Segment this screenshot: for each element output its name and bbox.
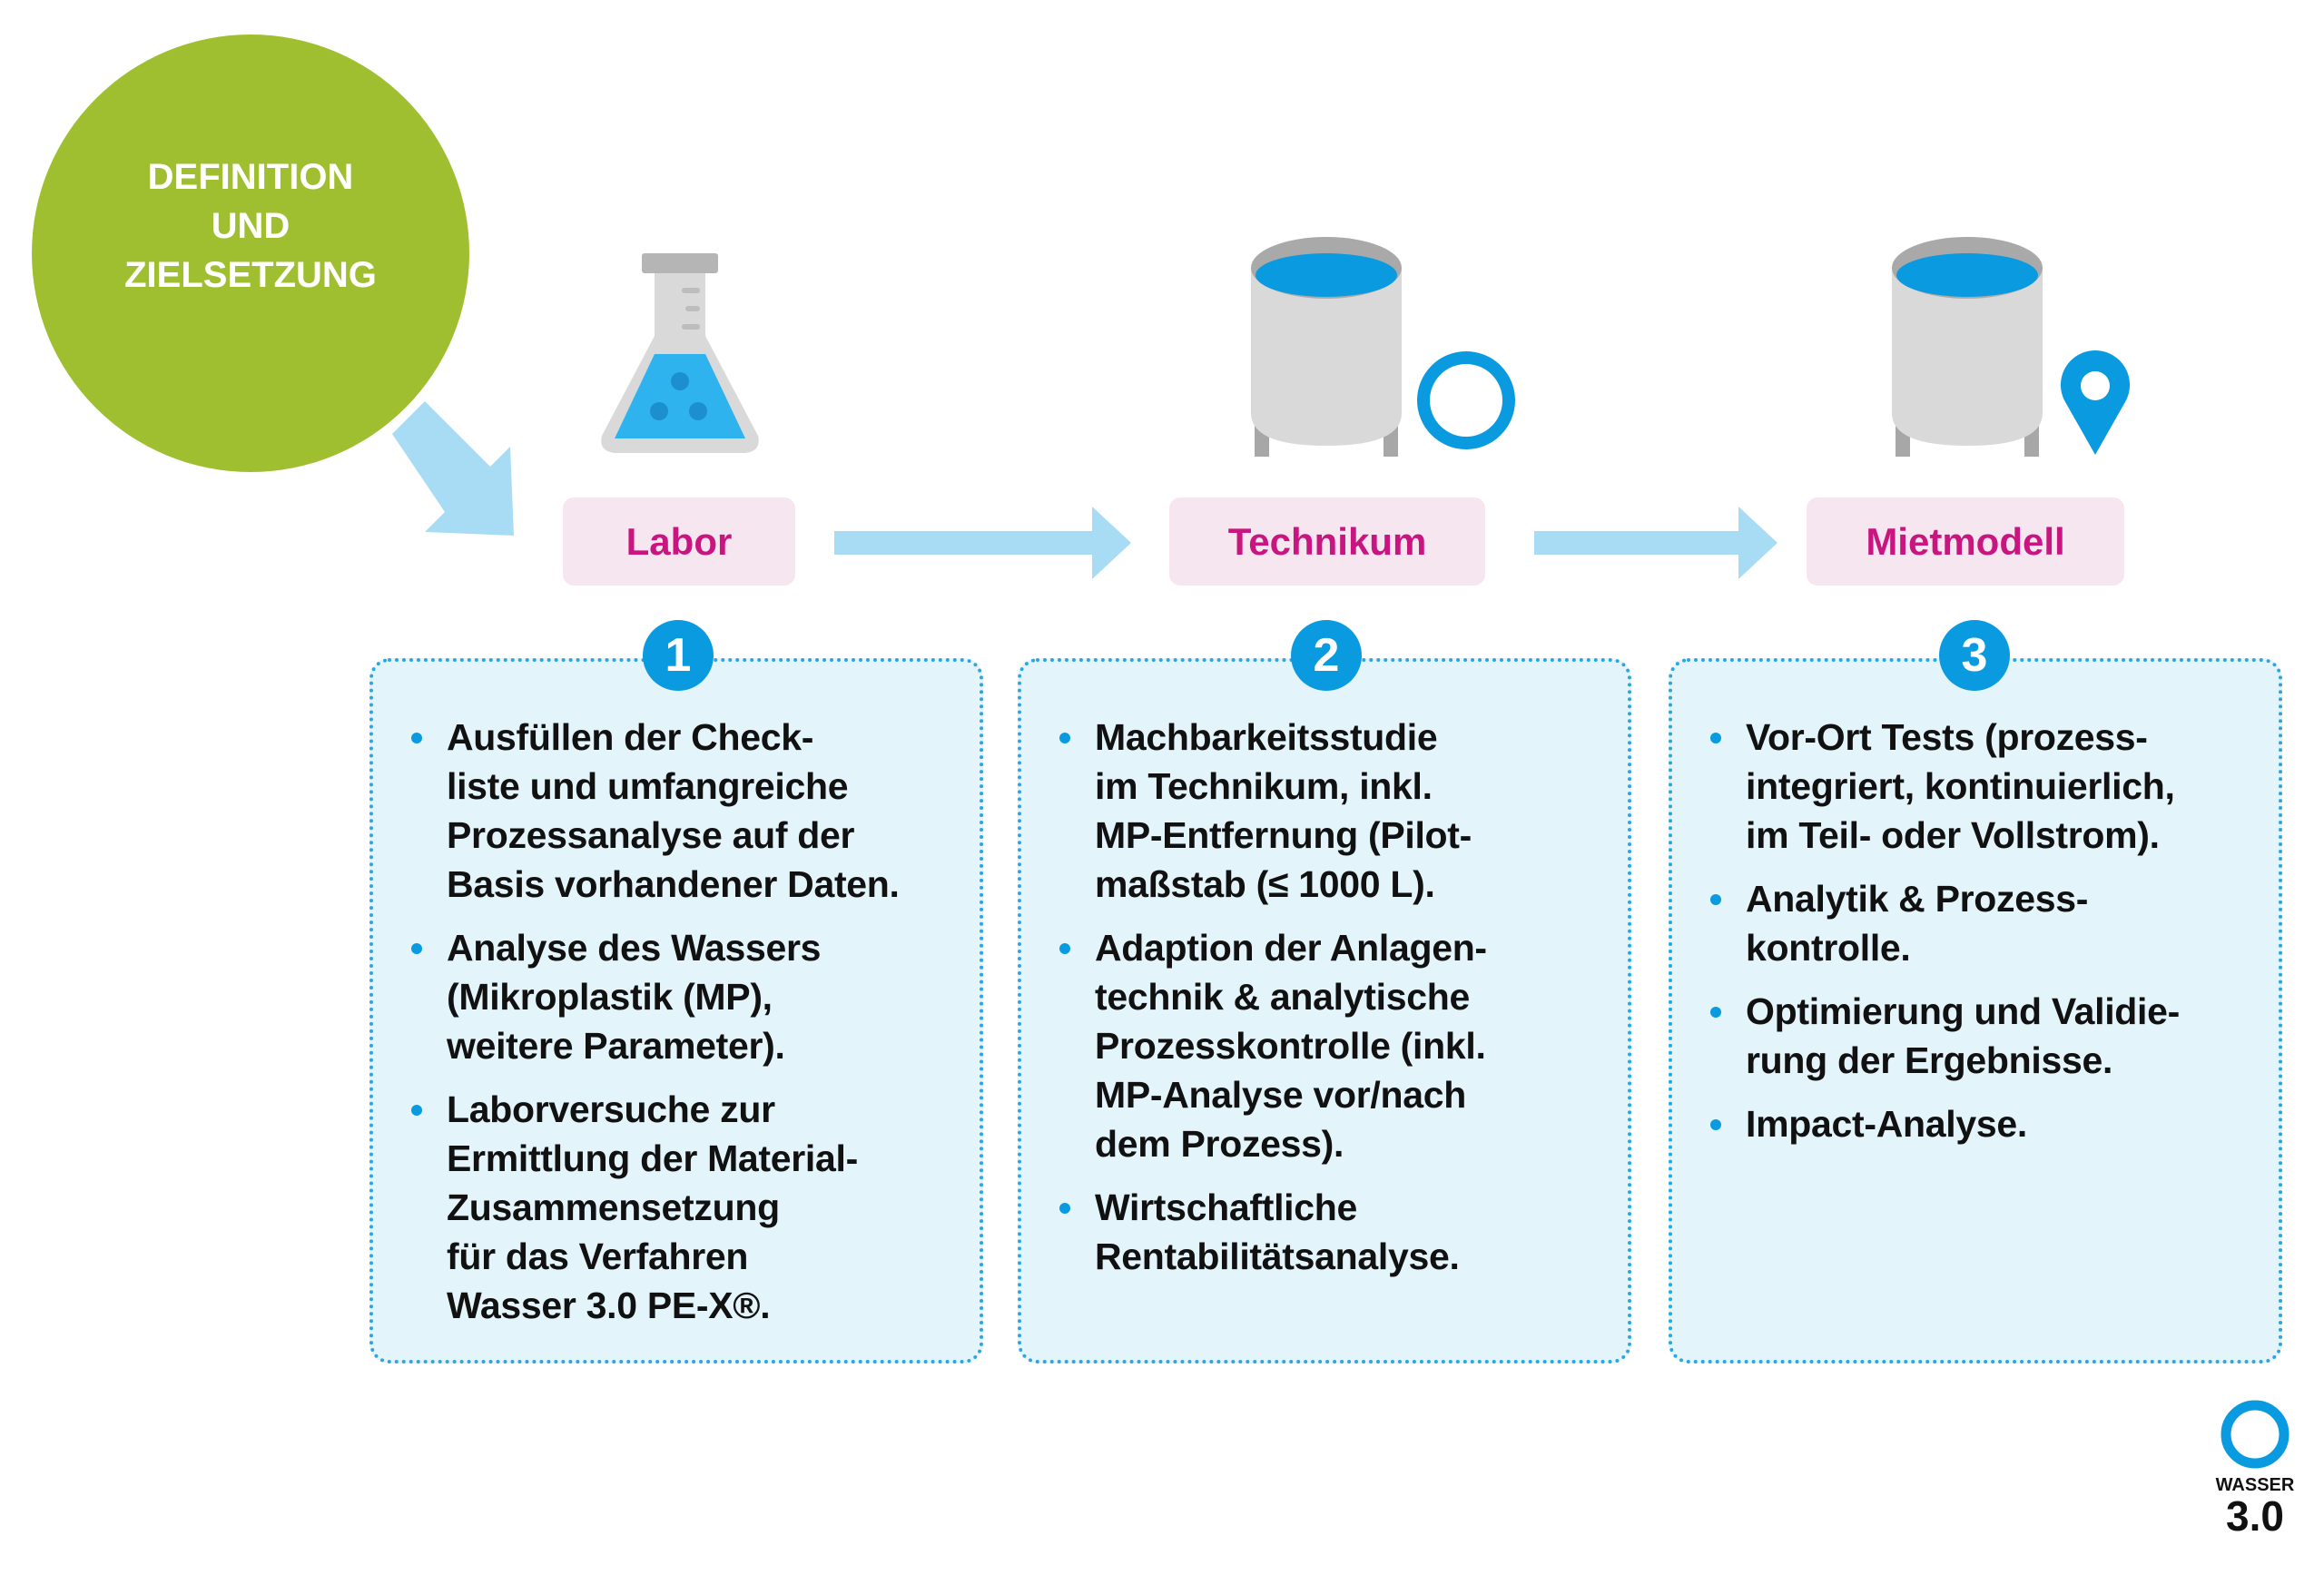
- item-line: technik & analytische: [1095, 976, 1470, 1018]
- bullet-icon: [1059, 733, 1070, 743]
- location-pin-icon: [2061, 350, 2130, 455]
- item-line: im Technikum, inkl.: [1095, 765, 1433, 807]
- item-line: liste und umfangreiche: [447, 765, 849, 807]
- item-line: Prozessanalyse auf der: [447, 814, 855, 856]
- tank-icon: [1892, 237, 2043, 457]
- item-line: Laborversuche zur: [447, 1088, 775, 1130]
- list-item: Vor-Ort Tests (prozess- integriert, kont…: [1710, 713, 2270, 860]
- list-item: Analytik & Prozess- kontrolle.: [1710, 874, 2270, 972]
- panel-mietmodell: Vor-Ort Tests (prozess- integriert, kont…: [1669, 658, 2282, 1363]
- item-line: Machbarkeitsstudie: [1095, 716, 1438, 758]
- list-item: Adaption der Anlagen- technik & analytis…: [1059, 923, 1619, 1168]
- bullet-icon: [1710, 733, 1721, 743]
- item-line: MP-Analyse vor/nach: [1095, 1074, 1466, 1116]
- item-line: maßstab (≤ 1000 L).: [1095, 863, 1435, 905]
- item-line: für das Verfahren: [447, 1236, 749, 1277]
- stage-technikum: Technikum: [1169, 497, 1485, 586]
- item-line: Vor-Ort Tests (prozess-: [1746, 716, 2148, 758]
- bullet-icon: [1059, 1203, 1070, 1214]
- item-line: Analytik & Prozess-: [1746, 878, 2089, 920]
- step-number-3: 3: [1939, 620, 2010, 691]
- wasser-logo: WASSER 3.0: [2211, 1398, 2299, 1537]
- bullet-icon: [411, 943, 422, 954]
- list-item: Impact-Analyse.: [1710, 1099, 2270, 1148]
- item-line: Basis vorhandener Daten.: [447, 863, 900, 905]
- goal-line: UND: [211, 206, 290, 246]
- item-line: Rentabilitätsanalyse.: [1095, 1236, 1460, 1277]
- definition-goal-circle: DEFINITION UND ZIELSETZUNG: [32, 34, 469, 472]
- item-line: rung der Ergebnisse.: [1746, 1039, 2113, 1081]
- stage-labor: Labor: [563, 497, 795, 586]
- arrow-technikum-mietmodell: [1534, 507, 1777, 579]
- logo-word: WASSER: [2215, 1475, 2295, 1495]
- item-line: Analyse des Wassers: [447, 927, 822, 969]
- arrow-labor-technikum: [834, 507, 1131, 579]
- panel-labor: Ausfüllen der Check- liste und umfangrei…: [369, 658, 983, 1363]
- item-line: Ausfüllen der Check-: [447, 716, 814, 758]
- panel-technikum: Machbarkeitsstudie im Technikum, inkl. M…: [1018, 658, 1631, 1363]
- wasser-ring-icon: [1417, 351, 1515, 449]
- diagonal-arrow: [392, 401, 514, 536]
- list-item: Machbarkeitsstudie im Technikum, inkl. M…: [1059, 713, 1619, 909]
- item-line: Optimierung und Validie-: [1746, 990, 2180, 1032]
- item-line: dem Prozess).: [1095, 1123, 1344, 1165]
- item-line: im Teil- oder Vollstrom).: [1746, 814, 2160, 856]
- bullet-icon: [1059, 943, 1070, 954]
- item-line: integriert, kontinuierlich,: [1746, 765, 2175, 807]
- item-line: Ermittlung der Material-: [447, 1137, 858, 1179]
- bullet-icon: [1710, 894, 1721, 905]
- list-item: Analyse des Wassers (Mikroplastik (MP), …: [411, 923, 970, 1070]
- bullet-icon: [411, 1105, 422, 1116]
- item-line: Wasser 3.0 PE-X®.: [447, 1285, 771, 1326]
- lab-flask-icon: [601, 253, 759, 453]
- step-number-2: 2: [1291, 620, 1362, 691]
- list-item: Optimierung und Validie- rung der Ergebn…: [1710, 987, 2270, 1085]
- logo-version: 3.0: [2226, 1492, 2284, 1540]
- goal-line: DEFINITION: [147, 157, 354, 197]
- item-line: Impact-Analyse.: [1746, 1103, 2027, 1145]
- bullet-icon: [1710, 1119, 1721, 1130]
- item-line: (Mikroplastik (MP),: [447, 976, 773, 1018]
- item-line: MP-Entfernung (Pilot-: [1095, 814, 1472, 856]
- item-line: kontrolle.: [1746, 927, 1911, 969]
- tank-icon: [1251, 237, 1402, 457]
- logo-ring-icon: [2221, 1400, 2290, 1469]
- bullet-icon: [411, 733, 422, 743]
- list-item: Laborversuche zur Ermittlung der Materia…: [411, 1085, 970, 1330]
- list-item: Wirtschaftliche Rentabilitätsanalyse.: [1059, 1183, 1619, 1281]
- item-line: weitere Parameter).: [447, 1025, 785, 1067]
- goal-line: ZIELSETZUNG: [124, 255, 377, 295]
- flow-arrows: [392, 401, 1777, 579]
- bullet-icon: [1710, 1007, 1721, 1018]
- item-line: Zusammensetzung: [447, 1186, 780, 1228]
- item-line: Wirtschaftliche: [1095, 1186, 1358, 1228]
- list-item: Ausfüllen der Check- liste und umfangrei…: [411, 713, 970, 909]
- item-line: Adaption der Anlagen-: [1095, 927, 1487, 969]
- step-number-1: 1: [643, 620, 714, 691]
- item-line: Prozesskontrolle (inkl.: [1095, 1025, 1486, 1067]
- stage-mietmodell: Mietmodell: [1807, 497, 2124, 586]
